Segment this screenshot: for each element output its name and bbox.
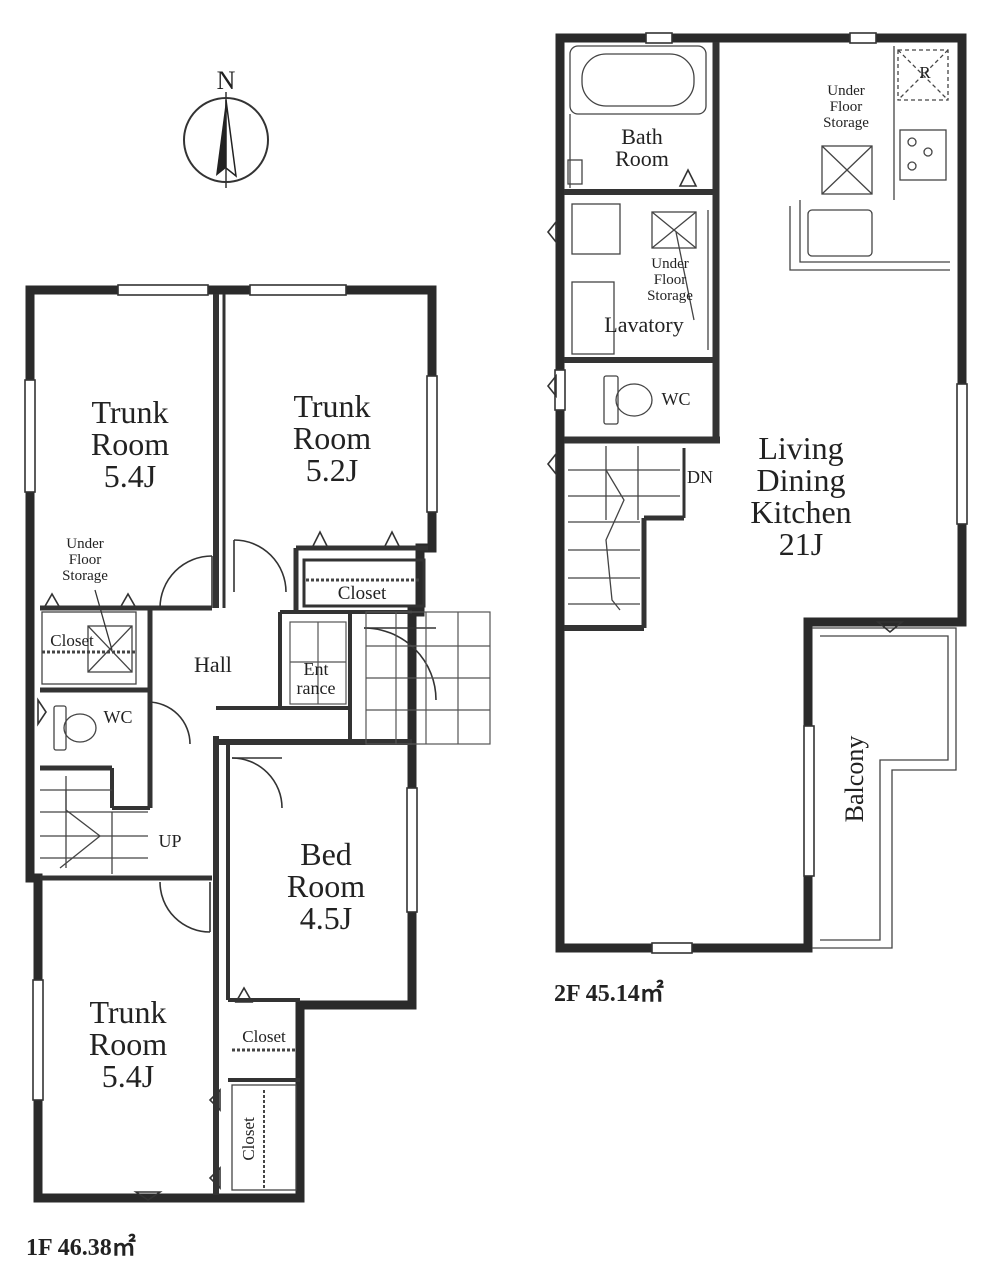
floor1-storage-label: Under Floor Storage	[50, 536, 120, 584]
floor1-storage-hatch	[87, 625, 133, 673]
room-size: 5.4J	[101, 1058, 155, 1094]
room-name-line2: Room	[292, 420, 372, 456]
floor2-outer-wall	[555, 33, 967, 953]
room-size: 5.2J	[305, 452, 359, 488]
floor1-area-label: 1F 46.38㎡	[26, 1235, 136, 1261]
storage-line3: Storage	[62, 567, 108, 584]
floor1-doors	[37, 530, 437, 1201]
compass-icon	[183, 92, 269, 188]
floor2-kitchen-fixtures	[789, 46, 950, 271]
floor1-wc-label: WC	[103, 707, 133, 727]
floor1-hall-label: Hall	[194, 652, 232, 677]
storage-line2: Floor	[829, 98, 863, 115]
floor1-closet-trunk2-label: Closet	[337, 583, 387, 604]
floor2-windows	[554, 32, 968, 954]
floor2-fridge-label: R	[919, 63, 931, 82]
room-size: 5.4J	[103, 458, 157, 494]
ldk-line2: Dining	[756, 462, 846, 498]
floor2-area-label: 2F 45.14㎡	[554, 981, 664, 1007]
floor2-balcony	[803, 627, 957, 949]
floor1-closet-vertical-label: Closet	[239, 1117, 259, 1161]
floor1-closet-bed-label: Closet	[242, 1027, 286, 1046]
floor2-toilet-icon	[603, 375, 653, 425]
floor2-bath-room-label: Bath Room	[604, 126, 680, 170]
entrance-line1: Ent	[303, 659, 329, 679]
floor1-trunk-room-1-label: Trunk Room 5.4J	[70, 396, 190, 492]
floor2-ldk-label: Living Dining Kitchen 21J	[726, 432, 876, 560]
floor2-lav-storage-label: Under Floor Storage	[632, 256, 708, 304]
floor2-lavatory-fixtures	[571, 203, 709, 355]
floor2-kitchen-storage-label: Under Floor Storage	[806, 83, 886, 131]
floor1-entrance-label: Ent rance	[284, 660, 348, 698]
ldk-line1: Living	[758, 430, 844, 466]
storage-line3: Storage	[647, 287, 693, 304]
floor1-vertical-closet	[231, 1084, 297, 1191]
floor2-plan	[546, 32, 968, 954]
compass-letter: N	[216, 66, 236, 95]
room-name-line2: Room	[90, 426, 170, 462]
floor2-bathtub-icon	[567, 45, 707, 188]
floor1-stairs-up-label: UP	[158, 831, 182, 851]
storage-line2: Floor	[653, 271, 687, 288]
floor1-trunk-room-3-label: Trunk Room 5.4J	[66, 996, 190, 1092]
ldk-size: 21J	[778, 526, 824, 562]
floor2-lavatory-label: Lavatory	[604, 312, 684, 337]
room-name-line2: Room	[286, 868, 366, 904]
floor1-windows	[24, 284, 438, 1101]
room-name-line1: Trunk	[89, 994, 167, 1030]
floor1-stairs	[40, 776, 148, 874]
room-name-line2: Room	[88, 1026, 168, 1062]
room-name-line1: Bed	[300, 836, 352, 872]
storage-line1: Under	[651, 256, 689, 272]
room-name-line1: Trunk	[91, 394, 169, 430]
floor2-balcony-label: Balcony	[840, 735, 869, 823]
floor1-bed-room-label: Bed Room 4.5J	[264, 838, 388, 934]
floor2-stairs-down-label: DN	[687, 467, 713, 487]
floor2-interior-walls	[564, 42, 720, 631]
storage-line1: Under	[827, 83, 865, 99]
room-name-line1: Trunk	[293, 388, 371, 424]
floor1-plan	[24, 284, 491, 1203]
floor1-toilet-icon	[53, 705, 97, 751]
ldk-line3: Kitchen	[750, 494, 852, 530]
floor1-entrance-tiles	[289, 611, 491, 745]
bath-line2: Room	[615, 146, 669, 171]
floor2-stairs	[568, 446, 680, 611]
floor1-left-closet	[41, 611, 137, 685]
floor1-trunk-room-2-label: Trunk Room 5.2J	[270, 390, 394, 486]
floor2-wc-label: WC	[661, 389, 691, 409]
floor1-closet-left-label: Closet	[50, 631, 94, 650]
entrance-line2: rance	[296, 677, 336, 698]
storage-line1: Under	[66, 536, 104, 552]
storage-line3: Storage	[823, 114, 869, 131]
floor2-doors	[546, 168, 905, 634]
room-size: 4.5J	[299, 900, 353, 936]
storage-line2: Floor	[68, 551, 102, 568]
bath-line1: Bath	[621, 124, 663, 149]
